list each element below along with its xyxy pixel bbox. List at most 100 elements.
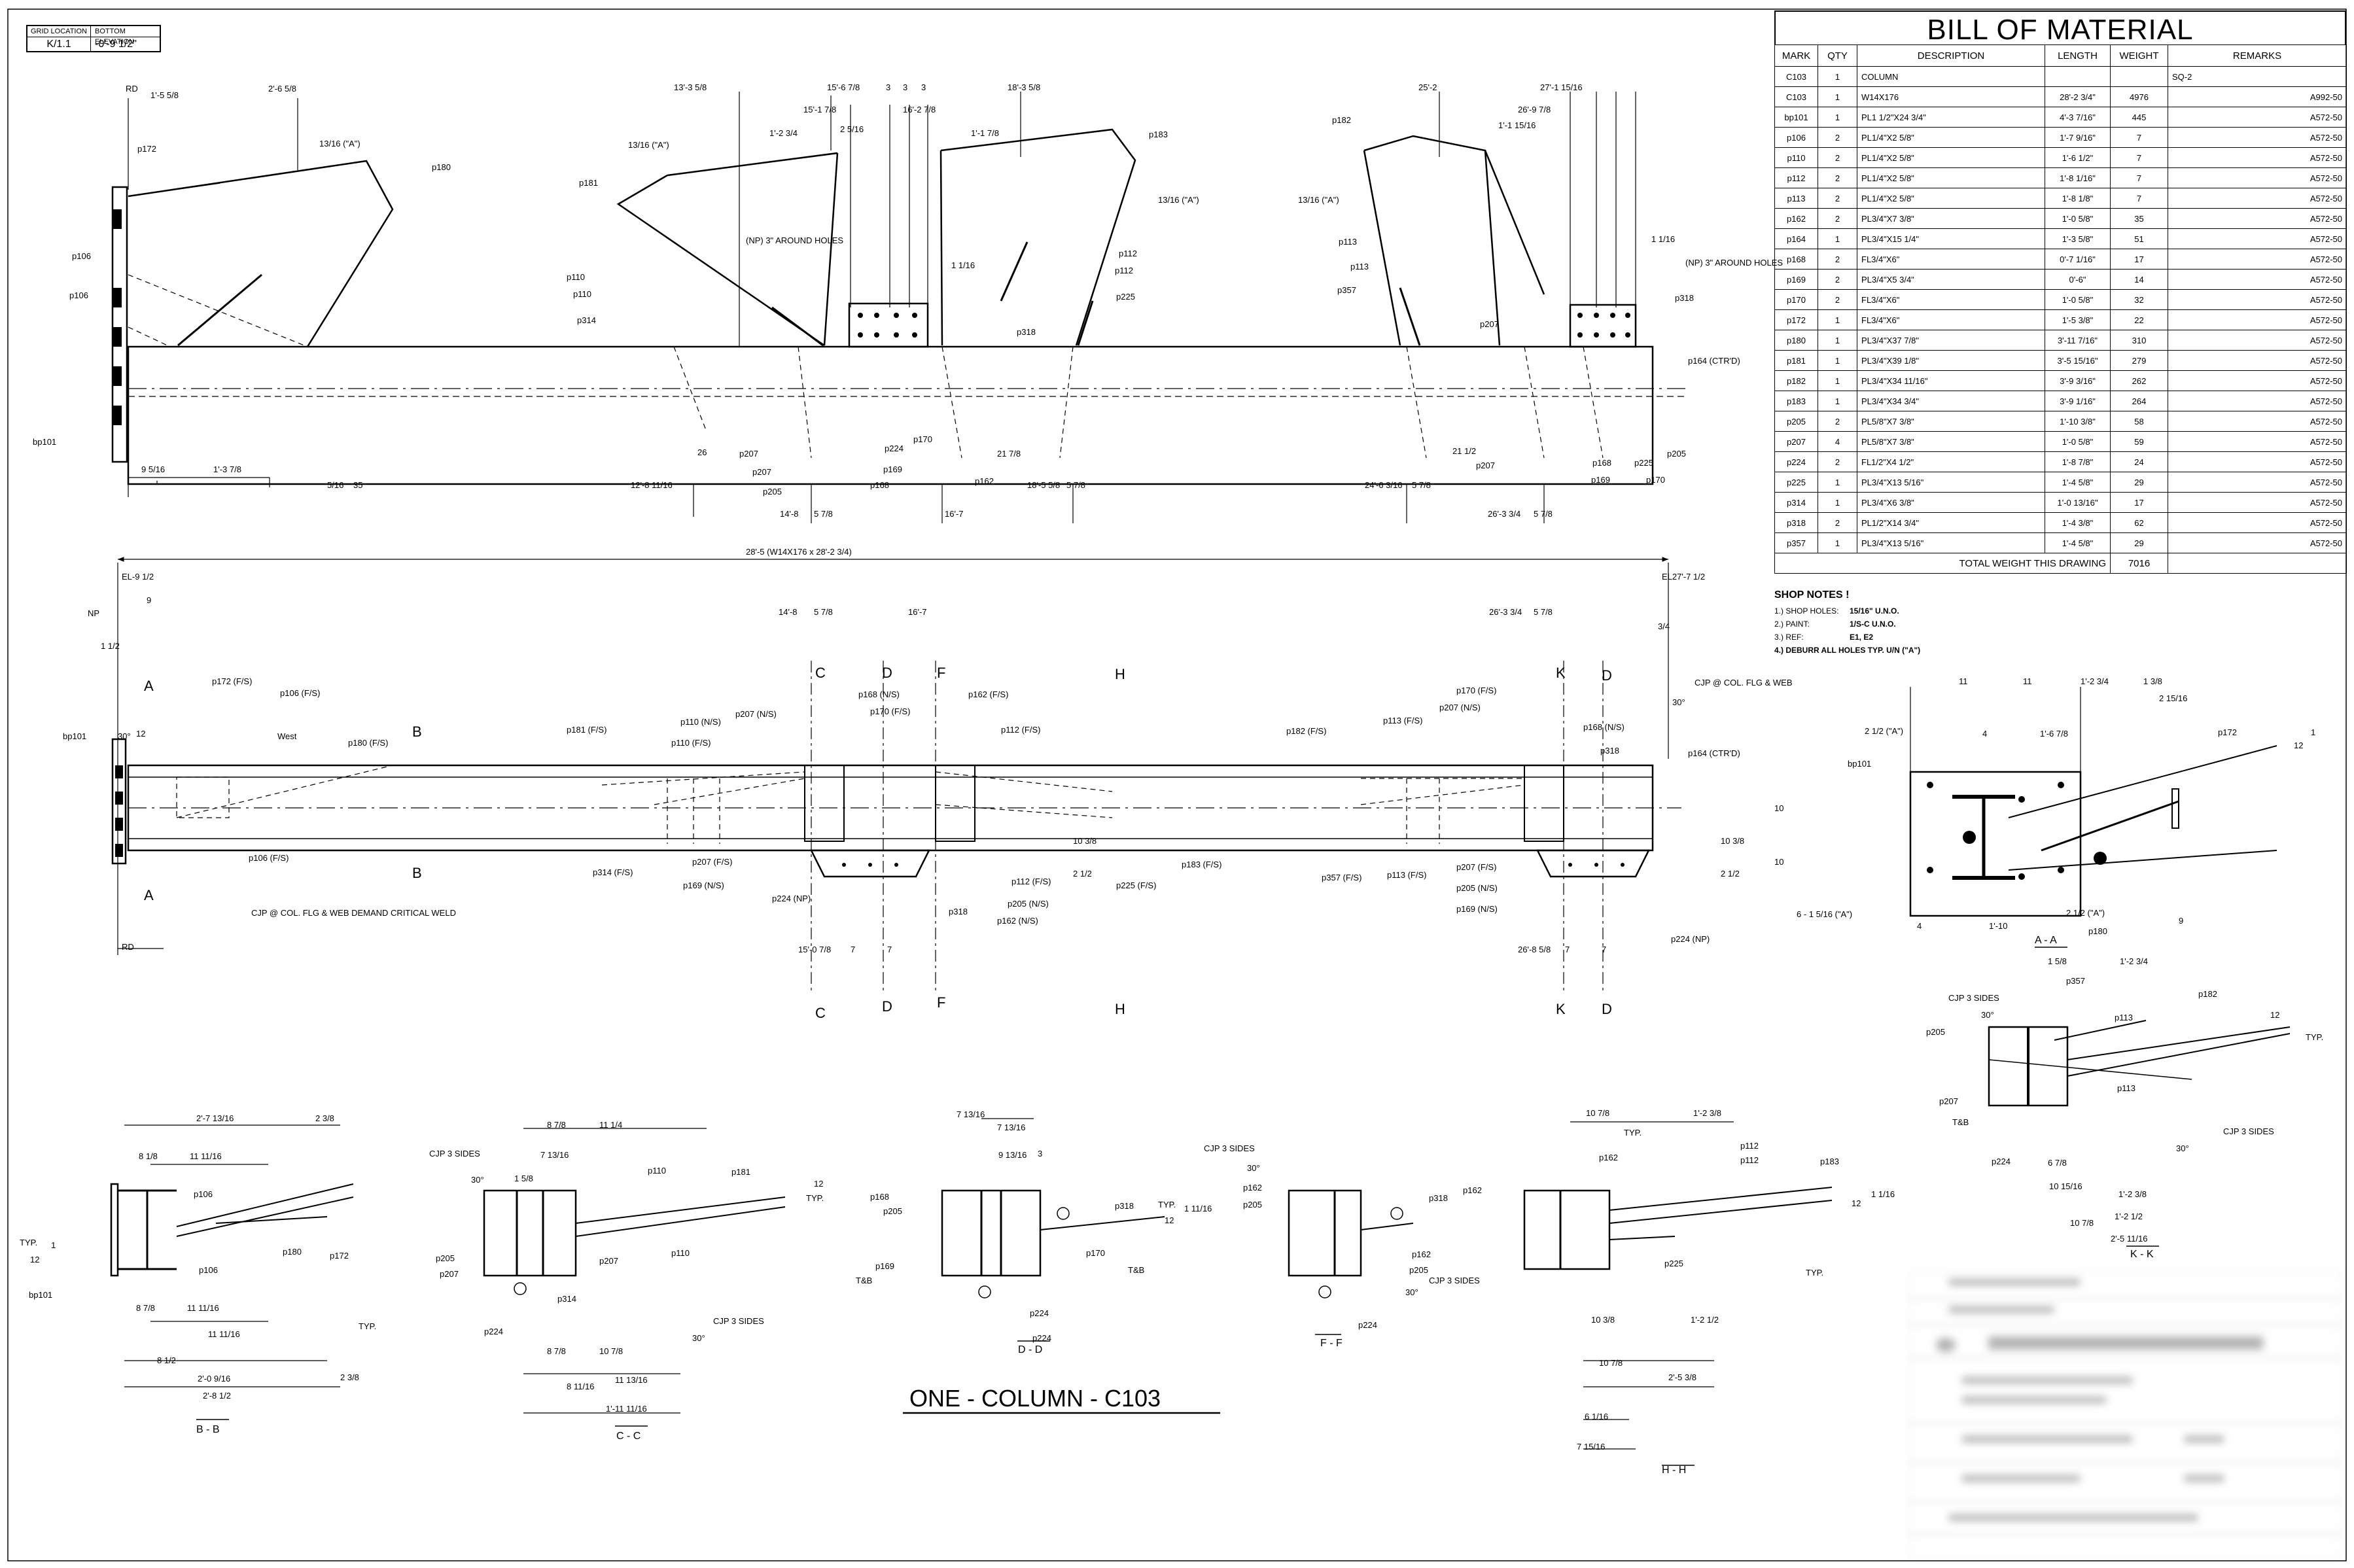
lbl-p169-b: p169 [1591, 475, 1610, 485]
dim-12-8: 12'-8 11/16 [631, 480, 673, 490]
lbl-p172-fs: p172 (F/S) [212, 676, 252, 686]
lbl-p170-fs: p170 (F/S) [870, 706, 910, 716]
bom-cell-length: 3'-5 15/16" [2045, 350, 2111, 371]
kk-title: K - K [2130, 1249, 2154, 1260]
bom-cell-length: 1'-8 1/16" [2045, 167, 2111, 188]
top-view-column [127, 345, 1654, 485]
cc-p205: p205 [436, 1253, 455, 1263]
bb-d2-8: 2'-8 1/2 [203, 1391, 231, 1401]
lbl-p205-ns-2: p205 (N/S) [1456, 883, 1498, 893]
ff-p224: p224 [1358, 1320, 1377, 1330]
shop-note-key: 1.) SHOP HOLES: [1774, 606, 1839, 616]
cc-d8: 8 7/8 [547, 1120, 566, 1130]
kk-typ: TYP. [2306, 1032, 2323, 1042]
bom-cell-remarks: A572-50 [2168, 309, 2347, 330]
bom-cell-remarks: A572-50 [2168, 532, 2347, 553]
bb-d2-3: 2 3/8 [315, 1113, 334, 1123]
bom-cell-remarks: A572-50 [2168, 451, 2347, 472]
sec-d-top: D [882, 665, 892, 681]
bom-cell-remarks: A572-50 [2168, 492, 2347, 513]
aa-title: A - A [2035, 935, 2057, 946]
cc-d8-11: 8 11/16 [567, 1382, 594, 1391]
bom-cell-mark: bp101 [1774, 107, 1818, 128]
bom-cell-weight: 7 [2110, 127, 2168, 148]
ff-p318: p318 [1429, 1193, 1448, 1203]
aa-d1-2: 1'-2 3/4 [2081, 676, 2109, 686]
bom-cell-length: 1'-4 5/8" [2045, 472, 2111, 493]
ff-p205: p205 [1243, 1200, 1262, 1210]
cc-p110b: p110 [671, 1248, 690, 1258]
shop-note-value: E1, E2 [1850, 633, 1874, 642]
dim-27-1: 27'-1 15/16 [1540, 82, 1583, 92]
kk-d1-6: 1 5/8 [2048, 956, 2067, 966]
bom-cell-remarks: A572-50 [2168, 269, 2347, 290]
bom-cell-description: PL1/4"X2 5/8" [1857, 147, 2045, 168]
bom-cell-length: 1'-8 7/8" [2045, 451, 2111, 472]
lbl-p113b: p113 [1350, 262, 1369, 271]
lbl-p318: p318 [1017, 327, 1036, 337]
aa-d4: 4 [1982, 729, 1987, 739]
cc-typ: TYP. [806, 1193, 824, 1203]
bb-typ2: TYP. [359, 1321, 376, 1331]
bom-cell-mark: p170 [1774, 289, 1818, 310]
bom-cell-description: PL1 1/2"X24 3/4" [1857, 107, 2045, 128]
bom-cell-description: PL3/4"X39 1/8" [1857, 350, 2045, 371]
cc-p207: p207 [440, 1269, 459, 1279]
lbl-p168-top: p168 [870, 480, 889, 490]
lbl-p205-b: p205 [1667, 449, 1686, 459]
dim-2-1: 2 1/2 [1073, 869, 1092, 879]
lbl-p225-fs: p225 (F/S) [1116, 880, 1156, 890]
lbl-p183: p183 [1149, 130, 1168, 139]
bb-d11-11c: 11 11/16 [208, 1329, 240, 1339]
lbl-p162-fs: p162 (F/S) [968, 689, 1008, 699]
bom-cell-remarks: A572-50 [2168, 350, 2347, 371]
bb-p172: p172 [330, 1251, 349, 1261]
hh-d1-1: 1 1/16 [1871, 1189, 1895, 1199]
sec-d-bot: D [882, 998, 892, 1015]
aa-d1-8: 1 3/8 [2143, 676, 2162, 686]
bb-p106b: p106 [199, 1265, 218, 1275]
cc-d8b: 8 7/8 [547, 1346, 566, 1356]
dim-5-8-e: 5 7/8 [814, 607, 833, 617]
dim-26-3: 26'-3 3/4 [1489, 607, 1522, 617]
bottom-elevation-header: BOTTOM ELEVATION [95, 27, 135, 46]
bom-cell-mark: p112 [1774, 167, 1818, 188]
kk-d1-2c: 1'-2 1/2 [2115, 1211, 2143, 1221]
lbl-p169-ns: p169 (N/S) [683, 880, 724, 890]
lbl-p314-fs: p314 (F/S) [593, 867, 633, 877]
aa-p172: p172 [2218, 727, 2237, 737]
bom-cell-description: PL3/4"X6 3/8" [1857, 492, 2045, 513]
hh-p112a: p112 [1740, 1141, 1759, 1151]
bom-cell-remarks: A572-50 [2168, 147, 2347, 168]
grid-location-value: K/1.1 [27, 37, 91, 52]
lbl-rd-elev: RD [122, 942, 134, 952]
bom-cell-remarks: A572-50 [2168, 431, 2347, 452]
bom-cell-description: PL3/4"X15 1/4" [1857, 228, 2045, 249]
lbl-p180: p180 [432, 162, 451, 172]
dim-3-b: 3 [903, 82, 907, 92]
bb-p180: p180 [283, 1247, 302, 1257]
bom-cell-length: 0'-7 1/16" [2045, 249, 2111, 270]
kk-d6: 6 7/8 [2048, 1158, 2067, 1168]
bom-cell-weight: 35 [2110, 208, 2168, 229]
lbl-p164-elev: p164 (CTR'D) [1688, 748, 1740, 758]
dim-overall: 28'-5 (W14X176 x 28'-2 3/4) [746, 547, 852, 557]
bom-cell-description: PL5/8"X7 3/8" [1857, 411, 2045, 432]
total-remarks [2168, 553, 2347, 574]
bom-cell-mark: p181 [1774, 350, 1818, 371]
dim-24-6: 24'-6 3/16 [1365, 480, 1402, 490]
dim-2-1-b: 2 1/2 [1721, 869, 1740, 879]
section-cc [483, 1128, 786, 1414]
bom-cell-remarks: A572-50 [2168, 208, 2347, 229]
lbl-p106a: p106 [72, 251, 91, 261]
hh-d10-7b: 10 7/8 [1599, 1358, 1623, 1368]
bom-cell-description: PL3/4"X13 5/16" [1857, 532, 2045, 553]
